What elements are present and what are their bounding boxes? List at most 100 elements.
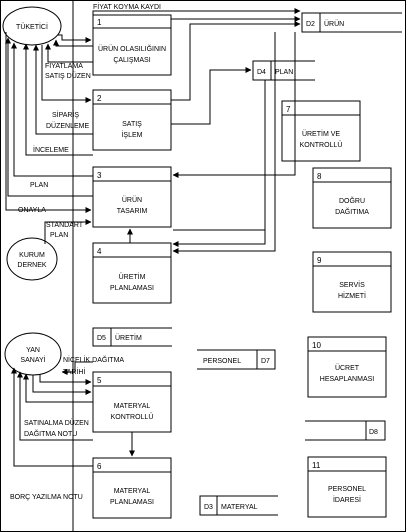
process-1-label-line1: ÜRÜN OLASILIĞININ [98, 44, 166, 53]
process-3-label-line1: ÜRÜN [122, 196, 142, 204]
external-kurum-label: KURUM [19, 252, 45, 259]
external-sanayi-label: SANAYİ [20, 355, 45, 364]
process-1: 1 ÜRÜN OLASILIĞININ ÇALIŞMASI [92, 14, 172, 76]
flow-yan-to-p5-a [39, 374, 92, 385]
flow-inceleme-line [23, 43, 93, 156]
process-4-label-line1: ÜRETİM [119, 272, 146, 281]
process-8-number: 8 [317, 172, 322, 181]
process-11-label-line2: İDARESİ [333, 495, 361, 504]
process-4-label-line2: PLANLAMASI [110, 285, 154, 292]
flow-d2-to-p4 [172, 32, 276, 254]
flow-onay-line [5, 37, 93, 197]
flow-p4-from-d4 [172, 230, 266, 247]
process-6: 6 MATERYAL PLANLAMASI [92, 457, 172, 519]
store-d8-code: D8 [369, 429, 378, 436]
flow-label-siparis-2: DÜZENLEME [46, 122, 90, 130]
flow-label-satinalma-1: SATINALMA DÜZEN [24, 419, 89, 427]
flow-label-siparis-1: SİPARİŞ [52, 110, 79, 119]
process-8: 8 DOĞRU DAĞITIMA [312, 167, 392, 229]
external-yan-label: YAN [26, 347, 40, 354]
store-d4-name: PLAN [275, 69, 293, 76]
store-d3-name: MATERYAL [221, 504, 258, 511]
process-11: 11 PERSONEL İDARESİ [307, 456, 387, 518]
flow-p1-to-tuketici [53, 39, 93, 47]
flow-satinalma-line [17, 371, 93, 441]
flow-plan-line [11, 42, 93, 177]
process-6-label-line2: PLANLAMASI [110, 499, 154, 506]
flow-label-fiyat-koyma: FİYAT KOYMA KAYDI [93, 2, 161, 11]
process-1-number: 1 [97, 18, 102, 27]
process-3-label-line2: TASARIM [117, 208, 148, 215]
process-1-label-line2: ÇALIŞMASI [113, 57, 150, 64]
store-d4-code: D4 [257, 69, 266, 76]
process-2-number: 2 [97, 94, 102, 103]
flow-p2-to-tuketici [33, 44, 93, 135]
store-d5-code: D5 [97, 335, 106, 342]
flow-p2-to-d4 [171, 67, 252, 125]
process-2-label-line2: İŞLEM [121, 130, 142, 139]
flow-d4-to-p4 [173, 80, 266, 231]
flow-label-satinalma-2: DAĞITMA NOTU [24, 429, 77, 438]
process-5-label-line2: KONTROLLÜ [111, 413, 154, 421]
process-4: 4 ÜRETİM PLANLAMASI [92, 242, 172, 304]
store-d5-name: ÜRETİM [115, 333, 142, 342]
process-4-number: 4 [97, 247, 102, 256]
flow-tuketici-to-p1 [58, 34, 92, 43]
process-3-number: 3 [97, 171, 102, 180]
process-11-label-line1: PERSONEL [328, 486, 366, 493]
store-d8: D8 [305, 420, 386, 441]
store-d2-name: ÜRÜN [324, 20, 344, 28]
svg-text:TÜKETİCİ: TÜKETİCİ [16, 22, 48, 31]
process-9: 9 SERVİS HİZMETİ [312, 251, 392, 313]
flow-p2-to-d2 [171, 21, 301, 101]
process-7: 7 ÜRETİM VE KONTROLLÜ [281, 100, 361, 162]
store-d7: PERSONEL D7 [197, 349, 276, 370]
process-6-number: 6 [97, 462, 102, 471]
external-tuketici: TÜKETİCİ [2, 6, 62, 46]
flow-lines [5, 8, 301, 467]
process-10-label-line2: HESAPLANMASI [320, 376, 375, 383]
svg-text:KURUM: KURUM [19, 252, 45, 259]
process-6-label-line1: MATERYAL [114, 488, 151, 495]
external-dernek-label: DERNEK [17, 262, 47, 269]
store-d3: D3 MATERYAL [199, 495, 278, 516]
svg-text:DERNEK: DERNEK [17, 262, 47, 269]
process-5: 5 MATERYAL KONTROLLÜ [92, 371, 172, 433]
flow-nicelik-line [61, 361, 93, 375]
process-10: 10 ÜCRET HESAPLANMASI [307, 336, 387, 398]
flow-label-fiyatlama-1: FİYATLAMA [45, 61, 83, 70]
flow-fiyatlama-line [45, 43, 93, 63]
flow-label-nicelik-1: NİCELİK DAĞITMA [63, 355, 124, 364]
flow-label-fiyatlama-2: SATIŞ DÜZEN [45, 72, 91, 80]
process-8-label-line1: DOĞRU [339, 196, 365, 205]
flow-label-plan: PLAN [30, 182, 48, 189]
svg-text:YAN: YAN [26, 347, 40, 354]
store-d2-code: D2 [306, 21, 315, 28]
process-10-number: 10 [312, 341, 321, 350]
svg-text:SANAYİ: SANAYİ [20, 355, 45, 364]
flow-label-borc: BORÇ YAZILMA NOTU [10, 494, 83, 501]
store-d2: D2 ÜRÜN [301, 12, 402, 33]
flow-kurum-to-p3 [44, 219, 92, 244]
flow-tuketici-to-p3 [5, 32, 92, 213]
flow-label-standart-2: PLAN [50, 232, 68, 239]
store-d4: D4 PLAN [252, 60, 315, 81]
process-11-number: 11 [312, 461, 321, 470]
flow-label-onay: ONAYLA [18, 207, 46, 214]
store-d7-code: D7 [261, 358, 270, 365]
process-9-label-line2: HİZMETİ [338, 291, 366, 300]
process-5-number: 5 [97, 376, 102, 385]
flow-fiyat-koyma-line [92, 8, 301, 15]
store-d5: D5 ÜRETİM [92, 327, 172, 347]
process-7-label-line2: KONTROLLÜ [300, 141, 343, 149]
process-3: 3 ÜRÜN TASARIM [92, 166, 172, 228]
flow-borc-line [11, 367, 93, 467]
store-d7-name: PERSONEL [203, 358, 241, 365]
flow-siparis-to-p2 [41, 45, 92, 103]
process-2: 2 SATIŞ İŞLEM [92, 89, 172, 151]
process-8-label-line2: DAĞITIMA [335, 207, 369, 216]
external-kurum-dernek: KURUM DERNEK [6, 237, 58, 281]
store-d3-code: D3 [204, 504, 213, 511]
flow-p5-to-yan [23, 373, 93, 403]
process-9-number: 9 [317, 256, 322, 265]
